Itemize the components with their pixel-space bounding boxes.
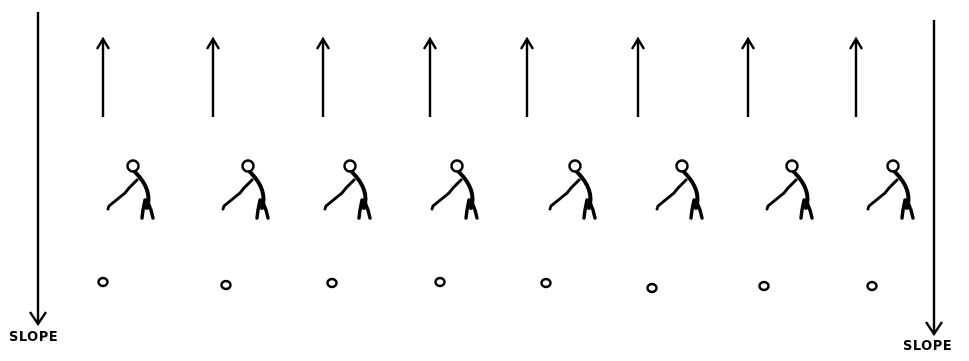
up-arrow-icon: [424, 39, 436, 117]
golfer-column: [207, 39, 268, 289]
golfer-column: [850, 39, 913, 290]
golfer-column: [521, 39, 595, 287]
slope-label-left: SLOPE: [9, 331, 58, 344]
up-arrow-icon: [742, 39, 754, 117]
up-arrow-icon: [97, 39, 109, 117]
golfer-icon: [223, 161, 268, 219]
golf-ball-icon: [648, 284, 657, 292]
golfer-icon: [550, 161, 595, 219]
golfer-column: [742, 39, 812, 290]
slope-arrow-right: [926, 20, 942, 334]
golfer-icon: [108, 161, 153, 219]
golfer-column: [424, 39, 477, 286]
slope-label-right: SLOPE: [903, 340, 952, 353]
golf-ball-icon: [542, 279, 551, 287]
golfer-rows: [97, 39, 913, 292]
golfer-icon: [767, 161, 812, 219]
golfer-icon: [432, 161, 477, 219]
golf-ball-icon: [760, 282, 769, 290]
golf-ball-icon: [868, 282, 877, 290]
golf-ball-icon: [222, 281, 231, 289]
golf-ball-icon: [99, 278, 108, 286]
golfer-column: [317, 39, 370, 287]
up-arrow-icon: [207, 39, 219, 117]
up-arrow-icon: [317, 39, 329, 117]
golfer-icon: [325, 161, 370, 219]
up-arrow-icon: [850, 39, 862, 117]
golfer-icon: [868, 161, 913, 219]
golf-ball-icon: [436, 278, 445, 286]
up-arrow-icon: [521, 39, 533, 117]
up-arrow-icon: [632, 39, 644, 117]
golfer-column: [97, 39, 153, 286]
golfer-column: [632, 39, 702, 292]
golfer-icon: [657, 161, 702, 219]
golf-ball-icon: [328, 279, 337, 287]
slope-arrow-left: [30, 12, 46, 324]
